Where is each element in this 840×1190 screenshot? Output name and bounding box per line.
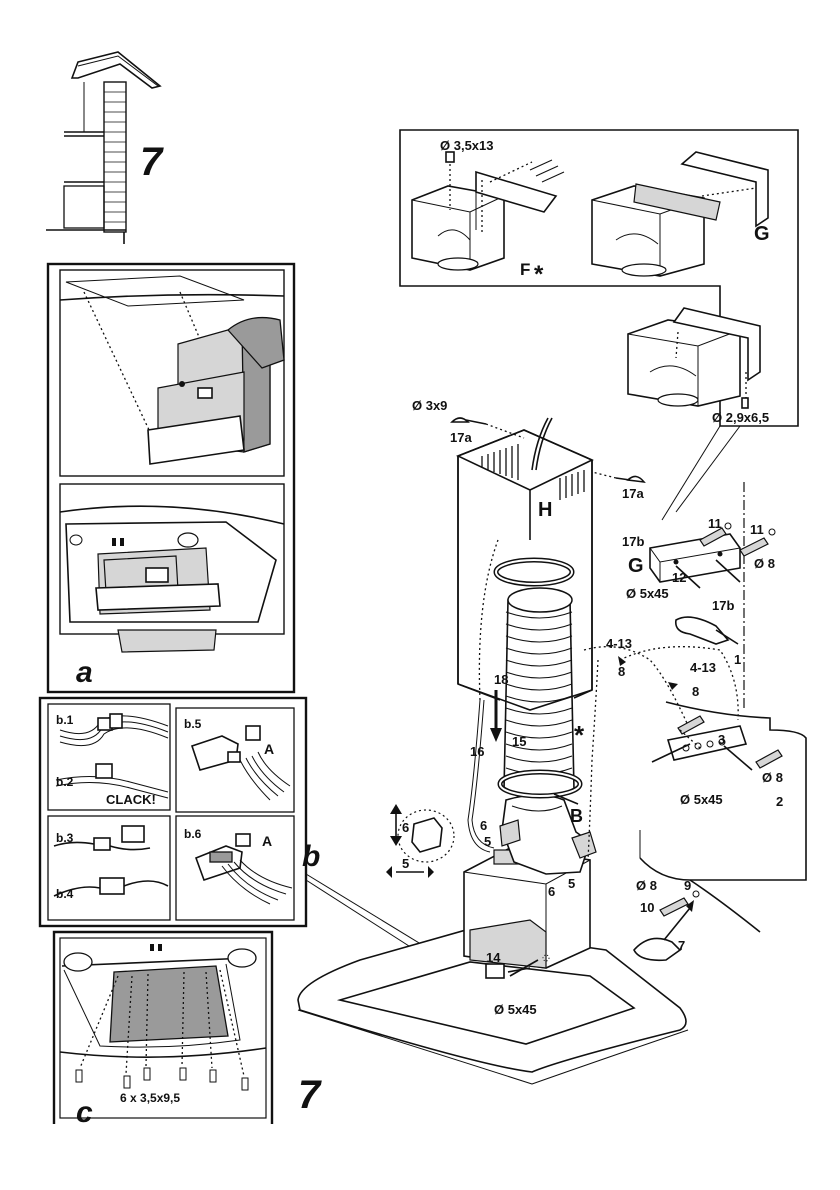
hood-main-assembly xyxy=(297,417,689,1085)
label-h: H xyxy=(538,499,552,521)
label-11-left: 11 xyxy=(708,516,722,531)
wall-schematic xyxy=(46,51,162,244)
label-screw-5x45-top: Ø 5x45 xyxy=(626,586,669,601)
panel-b xyxy=(38,696,308,928)
label-5-left: 5 xyxy=(484,834,491,849)
label-screw-3x9: Ø 3x9 xyxy=(412,398,447,413)
inset-asterisk: * xyxy=(534,261,544,288)
panel-a-letter: a xyxy=(76,656,93,689)
label-10: 10 xyxy=(640,900,654,915)
inset-label-g: G xyxy=(754,223,770,245)
b5-label: b.5 xyxy=(184,717,202,731)
inset-screw-bottom: Ø 2,9x6,5 xyxy=(712,410,769,425)
label-1: 1 xyxy=(734,652,741,667)
label-8-top: 8 xyxy=(618,664,625,679)
label-4-13-mid: 4-13 xyxy=(690,660,716,675)
label-dia-8-bottom: Ø 8 xyxy=(636,878,657,893)
b5-a-label: A xyxy=(264,741,274,757)
label-b: B xyxy=(570,806,583,826)
label-6-left: 6 xyxy=(480,818,487,833)
b6-label: b.6 xyxy=(184,827,202,841)
label-5-detail: 5 xyxy=(402,856,409,871)
step-number: 7 xyxy=(140,140,164,184)
label-14: 14 xyxy=(486,950,501,965)
label-8-mid: 8 xyxy=(692,684,699,699)
label-6-detail: 6 xyxy=(402,820,409,835)
label-2: 2 xyxy=(776,794,783,809)
label-18: 18 xyxy=(494,672,508,687)
label-dia-8-top: Ø 8 xyxy=(754,556,775,571)
label-dia-8-right: Ø 8 xyxy=(762,770,783,785)
label-15: 15 xyxy=(512,734,526,749)
b1-label: b.1 xyxy=(56,713,74,727)
label-screw-5x45-right: Ø 5x45 xyxy=(680,792,723,807)
inset-screw-top: Ø 3,5x13 xyxy=(440,138,494,153)
label-7: 7 xyxy=(678,938,685,953)
wall-fixings xyxy=(386,482,807,977)
b4-label: b.4 xyxy=(56,887,74,901)
b3-label: b.3 xyxy=(56,831,74,845)
label-17b-right: 17b xyxy=(712,598,734,613)
panel-c-letter: c xyxy=(76,1096,93,1129)
inset-label-f: F xyxy=(520,260,530,279)
label-4-13-top: 4-13 xyxy=(606,636,632,651)
b6-a-label: A xyxy=(262,833,272,849)
label-asterisk: * xyxy=(574,720,585,750)
label-17a-right: 17a xyxy=(622,486,644,501)
label-6-right: 6 xyxy=(548,884,555,899)
clack-label: CLACK! xyxy=(106,792,156,807)
flexible-duct xyxy=(493,557,583,805)
b2-label: b.2 xyxy=(56,775,74,789)
label-g: G xyxy=(628,555,644,577)
panel-c xyxy=(52,930,274,1124)
label-5-right: 5 xyxy=(568,876,575,891)
duct-adapter-inset xyxy=(399,129,799,427)
label-screw-5x45-bottom: Ø 5x45 xyxy=(494,1002,537,1017)
label-17b: 17b xyxy=(622,534,644,549)
label-12: 12 xyxy=(672,570,686,585)
label-3: 3 xyxy=(718,732,725,747)
label-17a-left: 17a xyxy=(450,430,472,445)
panel-a xyxy=(46,262,296,694)
panel-c-screws: 6 x 3,5x9,5 xyxy=(120,1091,180,1105)
label-11-right: 11 xyxy=(750,522,764,537)
label-16: 16 xyxy=(470,744,484,759)
panel-b-letter: b xyxy=(302,840,320,873)
label-9: 9 xyxy=(684,878,691,893)
step-number-bottom: 7 xyxy=(298,1073,322,1117)
